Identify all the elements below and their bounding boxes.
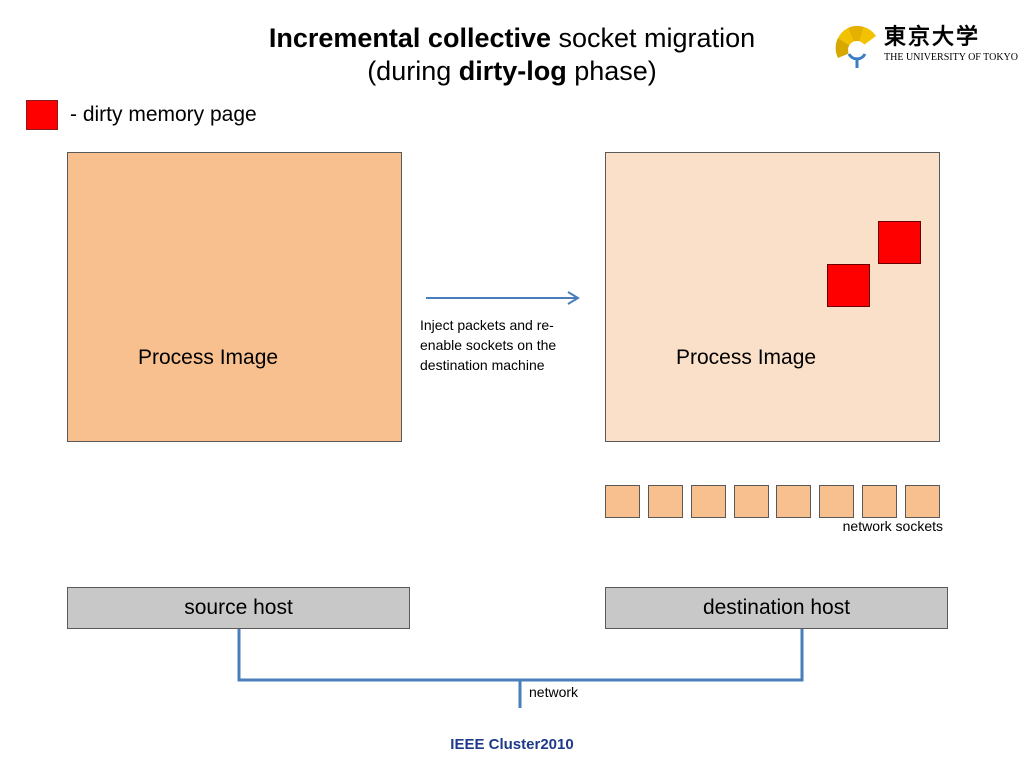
network-socket xyxy=(648,485,683,518)
destination-process-image xyxy=(605,152,940,442)
migration-arrow xyxy=(426,291,580,305)
network-socket xyxy=(734,485,769,518)
title-line2-close: phase) xyxy=(566,56,657,86)
network-label: network xyxy=(529,684,579,700)
title-line-2: (during dirty-log phase) xyxy=(0,55,1024,88)
network-connector xyxy=(237,629,804,708)
title-rest-part: socket migration xyxy=(551,23,756,53)
arrow-caption: Inject packets and re-enable sockets on … xyxy=(420,317,557,373)
network-sockets-row xyxy=(605,485,940,519)
slide-title: Incremental collective socket migration … xyxy=(0,22,1024,88)
source-process-image xyxy=(67,152,402,442)
footer-conference-label: IEEE Cluster2010 xyxy=(450,736,574,753)
destination-host-box: destination host xyxy=(605,587,948,629)
title-line2-open: (during xyxy=(367,56,459,86)
network-socket xyxy=(862,485,897,518)
university-logo: 東京大学 THE UNIVERSITY OF TOKYO xyxy=(834,22,1018,72)
logo-kanji-text: 東京大学 xyxy=(884,24,981,50)
network-socket xyxy=(905,485,940,518)
dirty-memory-page xyxy=(878,221,921,264)
network-sockets-label: network sockets xyxy=(842,518,943,534)
network-socket xyxy=(605,485,640,518)
destination-process-label: Process Image xyxy=(676,346,817,369)
source-host-box: source host xyxy=(67,587,410,629)
ginkgo-logo-icon xyxy=(835,25,876,68)
logo-english-text: THE UNIVERSITY OF TOKYO xyxy=(884,52,1018,63)
source-process-label: Process Image xyxy=(138,346,279,369)
network-socket xyxy=(776,485,811,518)
network-socket xyxy=(819,485,854,518)
title-line-1: Incremental collective socket migration xyxy=(0,22,1024,55)
network-socket xyxy=(691,485,726,518)
legend-label: - dirty memory page xyxy=(70,103,257,126)
title-line2-bold: dirty-log xyxy=(458,56,567,86)
dirty-memory-page xyxy=(827,264,870,307)
title-bold-part: Incremental collective xyxy=(268,23,552,53)
legend-dirty-page-swatch xyxy=(26,100,58,130)
